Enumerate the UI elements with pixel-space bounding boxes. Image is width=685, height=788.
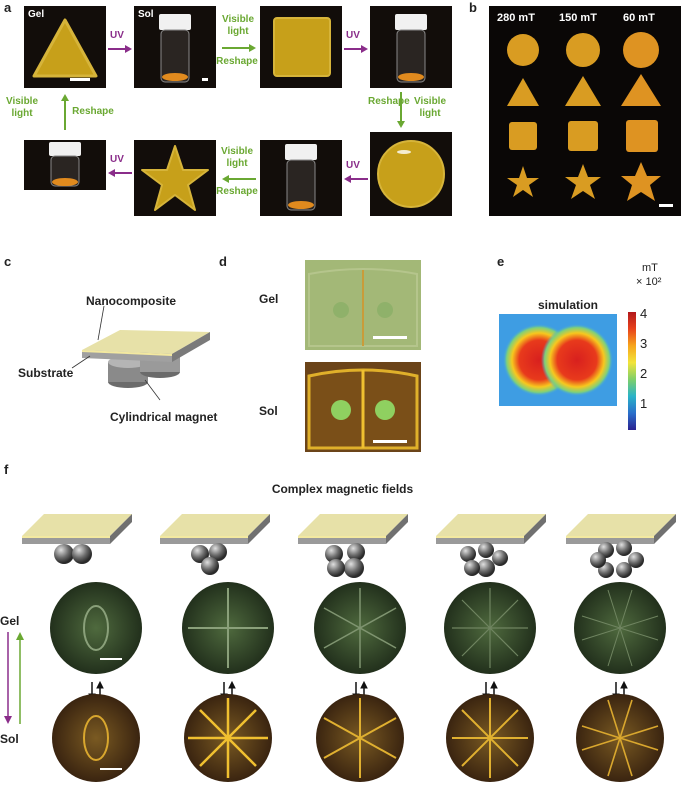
visible-text-2: Visible xyxy=(413,96,447,107)
reshape-text-3: Reshape xyxy=(72,106,114,117)
d-gel-label: Gel xyxy=(259,292,279,306)
f-sol-label: Sol xyxy=(0,732,19,746)
setup-diagram xyxy=(71,305,210,401)
uv-arrow-1 xyxy=(108,45,132,53)
field-label-60: 60 mT xyxy=(623,12,655,24)
panel-label-a: a xyxy=(4,0,12,15)
uv-arrow-3 xyxy=(108,169,132,177)
panel-label-d: d xyxy=(219,254,227,269)
visible-light-arrow-1 xyxy=(222,44,256,52)
uv-label-3: UV xyxy=(110,154,124,165)
reshape-text-2: Reshape xyxy=(368,96,410,107)
d-sol-label: Sol xyxy=(259,404,278,418)
shapes-grid-image: 280 mT 150 mT 60 mT xyxy=(489,6,681,216)
visible-light-arrow-down xyxy=(397,92,405,128)
uv-arrow-2 xyxy=(344,45,368,53)
light-text-3: light xyxy=(11,108,33,119)
panel-label-b: b xyxy=(469,0,477,15)
reshape-text-1: Reshape xyxy=(216,56,258,67)
uv-label-1: UV xyxy=(110,30,124,41)
colorbar xyxy=(628,312,636,430)
sol-vial-image: Sol xyxy=(134,6,216,88)
f-gel-label: Gel xyxy=(0,614,20,628)
visible-text: Visible xyxy=(221,14,255,25)
visible-text-4: Visible xyxy=(220,146,254,157)
reshape-text-4: Reshape xyxy=(216,186,258,197)
uv-label-4: UV xyxy=(346,160,360,171)
sol-vial-image-3 xyxy=(24,140,106,190)
gel-label: Gel xyxy=(28,9,45,20)
complex-setup-diagrams xyxy=(22,514,676,578)
colorbar-tick-3: 3 xyxy=(640,336,648,351)
simulation-map xyxy=(499,314,617,406)
gel-star-image xyxy=(134,140,216,216)
uv-label-2: UV xyxy=(346,30,360,41)
colorbar-scale: × 10² xyxy=(636,276,662,288)
field-label-150: 150 mT xyxy=(559,12,597,24)
magnet-label: Cylindrical magnet xyxy=(110,410,218,424)
complex-fields-title: Complex magnetic fields xyxy=(271,482,414,496)
gel-sol-arrows xyxy=(4,632,24,724)
field-label-280: 280 mT xyxy=(497,12,535,24)
light-text: light xyxy=(227,26,249,37)
colorbar-unit: mT xyxy=(642,262,658,274)
gel-circle-image xyxy=(370,132,452,216)
light-text-2: light xyxy=(419,108,441,119)
substrate-label: Substrate xyxy=(18,366,74,380)
panel-label-c: c xyxy=(4,254,12,269)
panel-label-f: f xyxy=(4,462,9,477)
light-text-4: light xyxy=(226,158,248,169)
colorbar-tick-1: 1 xyxy=(640,396,648,411)
uv-arrow-4 xyxy=(344,175,368,183)
visible-text-3: Visible xyxy=(5,96,39,107)
gel-square-image xyxy=(260,6,342,88)
nanocomposite-label: Nanocomposite xyxy=(86,294,177,308)
gel-triangle-image: Gel xyxy=(24,6,106,88)
visible-light-arrow-left xyxy=(222,175,256,183)
simulation-title: simulation xyxy=(538,298,599,312)
sol-label: Sol xyxy=(138,9,154,20)
sol-vial-image-2 xyxy=(370,6,452,88)
gel-pattern-image xyxy=(305,260,421,350)
pattern-circles xyxy=(50,582,666,782)
sol-pattern-image xyxy=(305,362,421,452)
sol-vial-image-4 xyxy=(260,140,342,216)
colorbar-tick-4: 4 xyxy=(640,306,648,321)
colorbar-tick-2: 2 xyxy=(640,366,648,381)
panel-label-e: e xyxy=(497,254,505,269)
visible-light-arrow-up xyxy=(61,94,69,130)
